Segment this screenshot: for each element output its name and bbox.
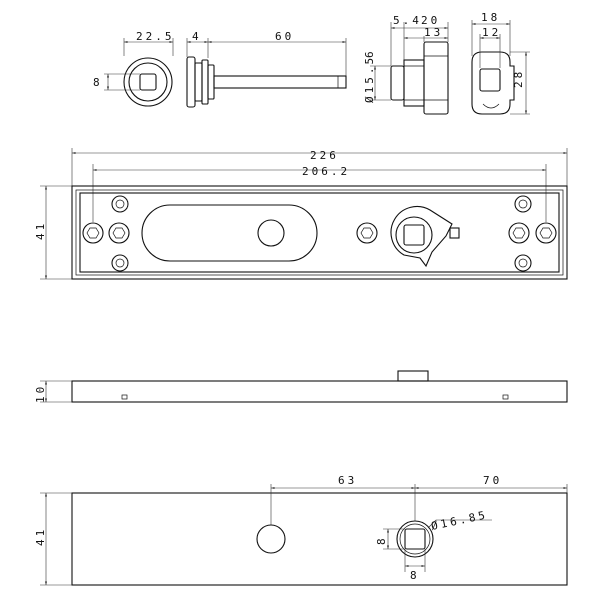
rosette-view bbox=[123, 57, 173, 107]
rosette-dims: 22.5 8 bbox=[93, 30, 175, 91]
dim-diameter-15-5: Ø15.5 bbox=[363, 55, 376, 103]
small-screw-top-left bbox=[111, 195, 129, 213]
dim-diameter-16-85: Ø16.85 bbox=[430, 508, 489, 533]
dim-20: 20 bbox=[421, 14, 440, 27]
dim-206-2: 206.2 bbox=[302, 165, 350, 178]
dim-6: 6 bbox=[363, 48, 376, 58]
hex-screw-right-outer bbox=[535, 222, 557, 244]
spindle-side-view bbox=[186, 56, 347, 108]
front-view-cam bbox=[390, 206, 460, 268]
hex-screw-left-outer bbox=[82, 222, 104, 244]
dim-8-horizontal: 8 bbox=[410, 569, 420, 582]
dim-70: 70 bbox=[483, 474, 502, 487]
dim-8-vertical: 8 bbox=[375, 535, 388, 545]
dim-4: 4 bbox=[192, 30, 202, 43]
bottom-view-dims: 63 70 41 8 8 Ø16.85 bbox=[34, 474, 568, 586]
hex-screw-left-inner bbox=[108, 222, 130, 244]
dim-13: 13 bbox=[424, 26, 443, 39]
dim-12: 12 bbox=[482, 26, 501, 39]
hex-screw-right-inner bbox=[508, 222, 530, 244]
front-view-dims: 226 206.2 41 bbox=[34, 148, 568, 280]
bottom-view bbox=[71, 492, 568, 586]
small-screw-bottom-right bbox=[514, 254, 532, 272]
dim-8: 8 bbox=[93, 76, 103, 89]
front-view-plate bbox=[71, 185, 568, 280]
cam-end-dims: 18 12 28 bbox=[471, 11, 530, 115]
spindle-dims: 4 60 bbox=[186, 30, 347, 76]
dim-60: 60 bbox=[275, 30, 294, 43]
dim-5-4: 5.4 bbox=[393, 14, 422, 27]
dim-28: 28 bbox=[512, 69, 525, 88]
side-view bbox=[71, 370, 568, 403]
hex-screw-center bbox=[356, 222, 378, 244]
cam-end-view bbox=[471, 51, 515, 115]
dim-41-bottom: 41 bbox=[34, 527, 47, 546]
dim-10: 10 bbox=[34, 384, 47, 403]
front-view-screws bbox=[82, 195, 557, 272]
dim-18: 18 bbox=[481, 11, 500, 24]
small-screw-top-right bbox=[514, 195, 532, 213]
dim-22-5: 22.5 bbox=[136, 30, 175, 43]
dim-41-front: 41 bbox=[34, 221, 47, 240]
cam-side-view bbox=[390, 41, 449, 115]
cam-dims: 5.4 20 13 Ø15.5 6 bbox=[363, 14, 449, 103]
small-screw-bottom-left bbox=[111, 254, 129, 272]
dim-226: 226 bbox=[310, 149, 339, 162]
side-view-dims: 10 bbox=[34, 380, 72, 403]
dim-63: 63 bbox=[338, 474, 357, 487]
